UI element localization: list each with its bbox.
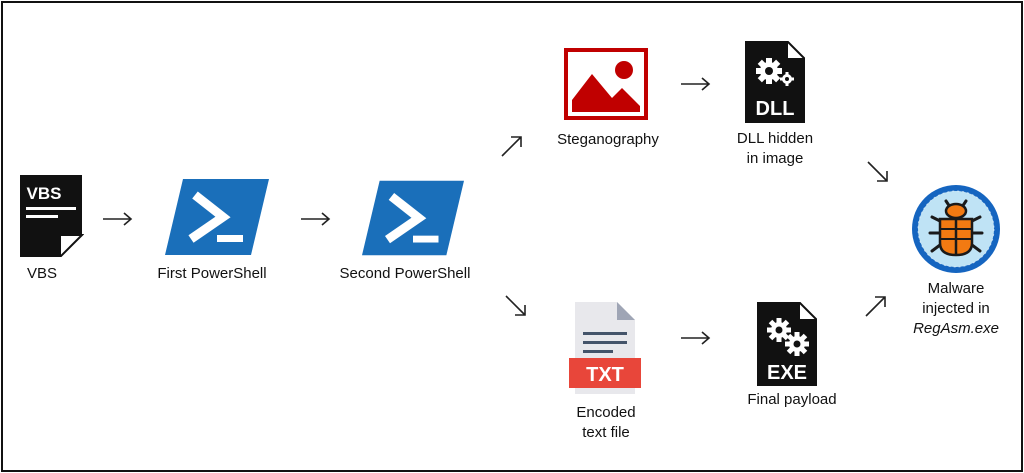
first-powershell-icon [165, 179, 269, 255]
arrow-first-to-second [300, 211, 332, 227]
malware-label-line2: injected in [922, 300, 990, 317]
vbs-label: VBS [26, 265, 57, 282]
second-powershell-label: Second PowerShell [339, 265, 471, 282]
encoded-text-label-line2: text file [582, 424, 630, 441]
dll-icon-text: DLL [756, 98, 795, 120]
vbs-icon-text: VBS [27, 184, 62, 203]
arrow-exe-to-malware [863, 293, 889, 319]
malware-bug-icon [910, 183, 1002, 275]
malware-label: Malware injected in RegAsm.exe [903, 279, 1009, 339]
steganography-label: Steganography [557, 131, 659, 148]
arrow-to-encoded-text [503, 293, 529, 319]
vbs-file-icon: VBS [20, 175, 85, 260]
arrow-stego-to-dll [680, 76, 712, 92]
arrow-vbs-to-first [102, 211, 134, 227]
first-powershell-label: First PowerShell [157, 265, 267, 282]
arrow-to-steganography [499, 133, 525, 159]
encoded-text-label: Encoded text file [556, 403, 656, 443]
second-powershell-icon [362, 180, 464, 256]
image-icon [564, 48, 648, 120]
txt-icon-text: TXT [586, 364, 624, 386]
arrow-txt-to-exe [680, 330, 712, 346]
malware-label-line3: RegAsm.exe [913, 320, 999, 337]
dll-label: DLL hidden in image [725, 129, 825, 169]
encoded-text-label-line1: Encoded [576, 404, 636, 421]
final-payload-label: Final payload [747, 391, 837, 408]
dll-file-icon: DLL [745, 38, 808, 123]
dll-label-line1: DLL hidden [736, 130, 814, 147]
exe-icon-text: EXE [767, 362, 807, 384]
exe-file-icon: EXE [757, 299, 820, 386]
malware-label-line1: Malware [927, 280, 985, 297]
txt-file-icon: TXT [569, 302, 641, 394]
arrow-dll-to-malware [865, 159, 891, 185]
dll-label-line2: in image [746, 150, 804, 167]
